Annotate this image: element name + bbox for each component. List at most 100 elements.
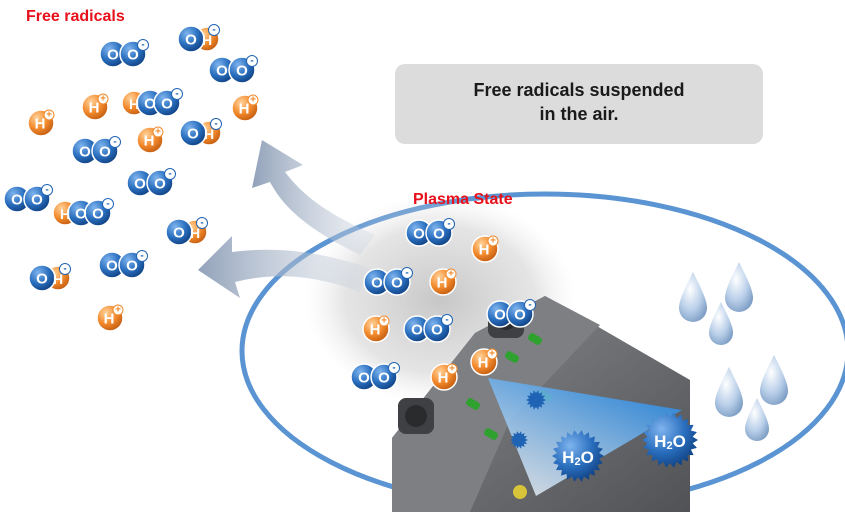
svg-text:O: O (31, 192, 43, 209)
svg-text:H2O: H2O (654, 432, 686, 453)
h-plus-ion-icon: H+ (470, 348, 498, 376)
svg-text:H: H (204, 126, 214, 142)
svg-text:H2O: H2O (562, 448, 594, 469)
caption-line-2: in the air. (539, 104, 619, 124)
svg-text:O: O (378, 370, 390, 387)
water-drop-icon (679, 272, 707, 322)
svg-text:O: O (161, 96, 173, 113)
svg-text:+: + (115, 305, 121, 316)
svg-text:H: H (144, 133, 155, 150)
water-drop-icon (709, 302, 733, 345)
svg-text:-: - (45, 185, 48, 196)
svg-text:O: O (75, 206, 87, 223)
svg-text:+: + (448, 269, 454, 280)
svg-text:-: - (200, 218, 203, 229)
svg-text:O: O (126, 258, 138, 275)
svg-text:O: O (413, 226, 425, 243)
h-plus-ion-icon: H+ (362, 315, 390, 343)
svg-text:O: O (99, 144, 111, 161)
h-plus-ion-icon: H+ (136, 126, 164, 154)
svg-text:H: H (53, 271, 63, 287)
svg-text:O: O (187, 126, 199, 143)
svg-text:-: - (63, 264, 66, 275)
h2o-molecule-icon: H2O (552, 430, 604, 482)
svg-text:H: H (190, 225, 200, 241)
caption-text: Free radicals suspended in the air. (395, 78, 763, 126)
svg-text:O: O (134, 176, 146, 193)
svg-text:O: O (127, 47, 139, 64)
svg-text:H: H (202, 32, 212, 48)
water-drop-icon (760, 355, 788, 405)
h-plus-ion-icon: H+ (429, 268, 457, 296)
h2o-molecule-icon: H2O (642, 412, 698, 468)
svg-text:-: - (212, 25, 215, 36)
svg-text:-: - (175, 89, 178, 100)
svg-text:O: O (144, 96, 156, 113)
svg-text:O: O (433, 226, 445, 243)
svg-text:-: - (168, 169, 171, 180)
svg-text:O: O (216, 63, 228, 80)
svg-text:-: - (447, 219, 450, 230)
svg-text:H: H (370, 322, 381, 339)
svg-text:O: O (107, 47, 119, 64)
spark-icon (510, 431, 528, 449)
svg-text:H: H (479, 242, 490, 259)
svg-text:H: H (478, 355, 489, 372)
svg-text:-: - (528, 300, 531, 311)
svg-text:+: + (100, 94, 106, 105)
svg-text:O: O (185, 32, 197, 49)
water-drop-icon (715, 367, 743, 417)
svg-text:+: + (250, 95, 256, 106)
svg-text:O: O (106, 258, 118, 275)
h-plus-ion-icon: H+ (231, 94, 259, 122)
svg-text:-: - (250, 56, 253, 67)
svg-text:O: O (391, 275, 403, 292)
h-plus-ion-icon: H+ (81, 93, 109, 121)
svg-text:+: + (490, 236, 496, 247)
svg-text:H: H (437, 275, 448, 292)
water-drop-icon (725, 262, 753, 312)
caption-line-1: Free radicals suspended (473, 80, 685, 100)
svg-text:-: - (141, 40, 144, 51)
svg-text:O: O (358, 370, 370, 387)
free-radicals-title: Free radicals (26, 8, 125, 25)
water-drop-icon (745, 398, 769, 441)
svg-text:H: H (438, 370, 449, 387)
h-plus-ion-icon: H+ (471, 235, 499, 263)
svg-text:O: O (154, 176, 166, 193)
h-plus-ion-icon: H+ (27, 109, 55, 137)
svg-text:O: O (173, 225, 185, 242)
flow-arrow-icon (198, 140, 375, 298)
svg-text:-: - (113, 137, 116, 148)
water-drops (679, 262, 788, 441)
caption-box: Free radicals suspended in the air. (395, 64, 763, 144)
svg-text:+: + (449, 364, 455, 375)
svg-text:O: O (431, 322, 443, 339)
svg-text:-: - (405, 268, 408, 279)
svg-text:O: O (411, 322, 423, 339)
svg-text:+: + (155, 127, 161, 138)
plasma-state-label: Plasma State (413, 191, 513, 208)
svg-text:O: O (79, 144, 91, 161)
svg-text:H: H (129, 96, 139, 112)
svg-text:H: H (60, 206, 70, 222)
svg-text:O: O (92, 206, 104, 223)
svg-text:O: O (494, 307, 506, 324)
svg-text:-: - (392, 363, 395, 374)
